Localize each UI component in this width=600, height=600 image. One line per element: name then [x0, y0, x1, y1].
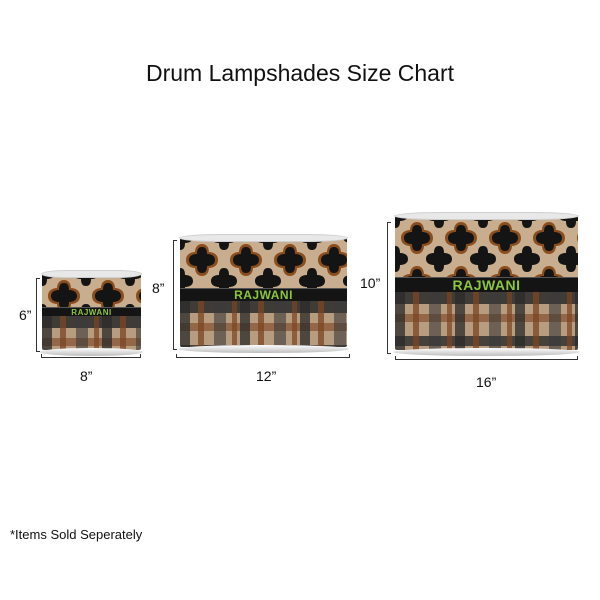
- width-label: 12”: [256, 368, 277, 384]
- width-label: 16”: [476, 374, 497, 390]
- monogram-text: RAJWANI: [71, 308, 112, 317]
- width-dimension-line: [395, 356, 578, 360]
- rim-bottom: [393, 348, 580, 356]
- height-dimension-line: [35, 278, 40, 352]
- height-label: 8”: [152, 280, 165, 296]
- monogram-band: RAJWANI: [395, 277, 578, 293]
- rim-bottom: [178, 345, 349, 353]
- width-dimension-line: [176, 354, 350, 358]
- height-dimension-line: [172, 240, 177, 350]
- small-drum-lampshade: RAJWANI: [40, 270, 143, 356]
- rim-top: [179, 234, 348, 242]
- quatrefoil-pattern: [180, 238, 347, 290]
- height-label: 10”: [360, 275, 381, 291]
- large-drum-lampshade: RAJWANI: [393, 212, 580, 356]
- plaid-pattern: [180, 301, 347, 347]
- medium-drum-lampshade: RAJWANI: [178, 234, 349, 353]
- plaid-pattern: [395, 292, 578, 350]
- footnote: *Items Sold Seperately: [10, 527, 143, 542]
- monogram-text: RAJWANI: [452, 277, 521, 293]
- width-label: 8”: [80, 368, 93, 384]
- width-dimension-line: [41, 354, 141, 358]
- quatrefoil-pattern: [395, 216, 578, 279]
- monogram-band: RAJWANI: [180, 288, 347, 302]
- rim-top: [394, 212, 579, 220]
- quatrefoil-pattern: [42, 274, 141, 308]
- plaid-pattern: [42, 316, 141, 350]
- rim-bottom: [40, 348, 143, 356]
- monogram-text: RAJWANI: [234, 288, 293, 302]
- page-title: Drum Lampshades Size Chart: [145, 60, 455, 86]
- height-dimension-line: [386, 222, 391, 354]
- rim-top: [41, 270, 142, 278]
- height-label: 6”: [19, 307, 32, 323]
